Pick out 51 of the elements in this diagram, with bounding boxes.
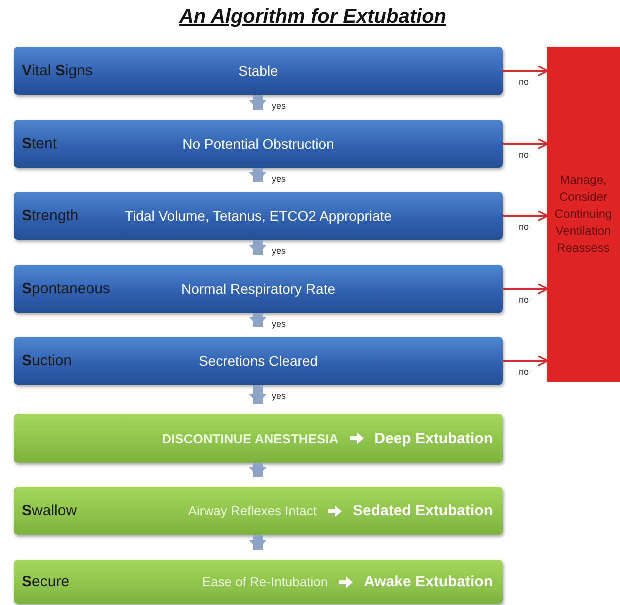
arrow (249, 385, 267, 404)
criterion-text: Airway Reflexes Intact (188, 504, 317, 518)
step-box (14, 120, 503, 168)
edge-label: no (519, 367, 530, 377)
diagram-title: An Algorithm for Extubation (178, 6, 448, 29)
arrow (249, 463, 267, 477)
arrow (503, 65, 549, 77)
arrow (503, 283, 549, 295)
arrow (503, 355, 549, 367)
action-text: Manage, Consider Continuing Ventilation Reassess (554, 172, 614, 257)
criterion-text: No Potential Obstruction (182, 136, 336, 152)
arrow (503, 138, 549, 150)
step-name: Strength (22, 208, 79, 224)
step-box (14, 265, 503, 313)
criterion-text: Tidal Volume, Tetanus, ETCO2 Appropriate (124, 208, 393, 224)
edge-label: yes (272, 101, 286, 111)
outcome-text: Deep Extubation (374, 430, 493, 447)
arrow (249, 313, 267, 327)
outcome-text: Sedated Extubation (352, 502, 493, 520)
criterion-text: Ease of Re-Intubation (202, 574, 328, 590)
edge-label: no (519, 77, 530, 87)
criterion-text: Stable (238, 63, 280, 79)
arrow (249, 95, 267, 110)
action-box (547, 47, 620, 382)
arrow (249, 240, 267, 255)
step-box (14, 192, 503, 240)
edge-label: yes (272, 319, 286, 329)
step-box (14, 487, 503, 535)
criterion-text: Secretions Cleared (198, 353, 320, 369)
edge-label: yes (272, 174, 286, 184)
edge-label: yes (272, 246, 286, 256)
step-name: Vital Signs (22, 62, 93, 80)
edge-label: no (519, 150, 530, 160)
step-box (14, 47, 503, 95)
step-box (14, 414, 503, 463)
arrow (249, 168, 267, 182)
step-name: Suction (22, 352, 72, 370)
edge-label: yes (272, 391, 286, 401)
arrow (503, 210, 549, 222)
step-name: Stent (22, 136, 58, 152)
step-name: Secure (22, 574, 70, 590)
criterion-text: DISCONTINUE ANESTHESIA (162, 431, 339, 446)
step-name: Spontaneous (22, 280, 110, 298)
step-box (14, 337, 503, 385)
edge-label: no (519, 222, 530, 232)
step-name: Swallow (22, 502, 78, 520)
edge-label: no (519, 295, 530, 305)
arrow (249, 535, 267, 550)
criterion-text: Normal Respiratory Rate (180, 281, 337, 297)
outcome-text: Awake Extubation (364, 574, 493, 590)
step-box (14, 560, 503, 604)
